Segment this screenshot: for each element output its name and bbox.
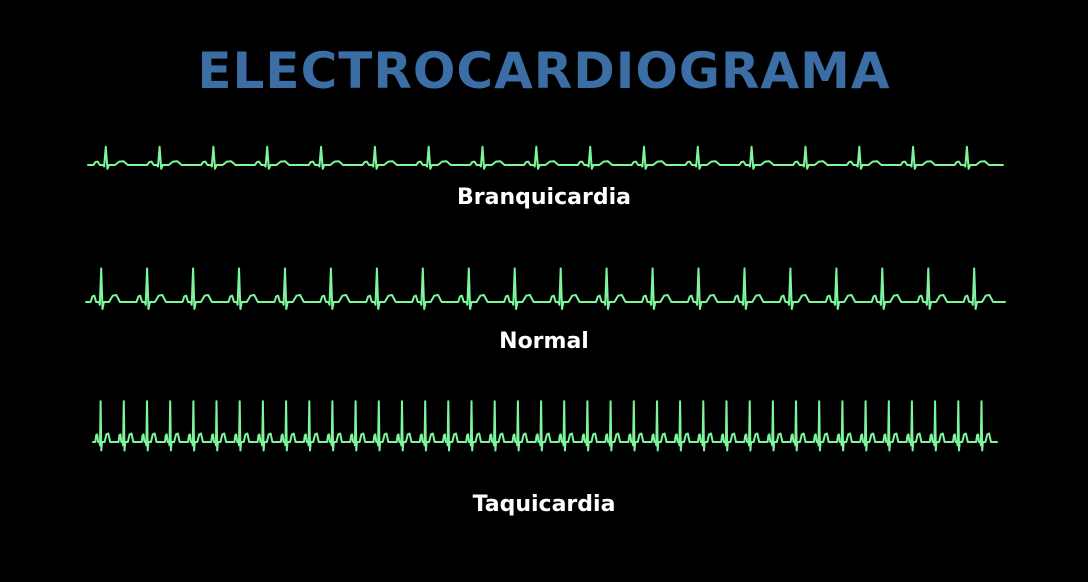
ecg-trace-tachycardia xyxy=(92,400,998,452)
ecg-waveform-bradycardia xyxy=(87,145,1004,170)
diagram-title: ELECTROCARDIOGRAMA xyxy=(197,42,891,100)
ecg-trace-bradycardia xyxy=(87,145,1004,170)
ecg-waveform-tachycardia xyxy=(92,400,998,452)
ecg-trace-normal xyxy=(85,267,1006,310)
rhythm-label-tachycardia: Taquicardia xyxy=(472,492,616,517)
rhythm-label-bradycardia: Branquicardia xyxy=(457,185,631,210)
ecg-waveform-normal xyxy=(85,267,1006,310)
rhythm-label-normal: Normal xyxy=(499,329,589,354)
